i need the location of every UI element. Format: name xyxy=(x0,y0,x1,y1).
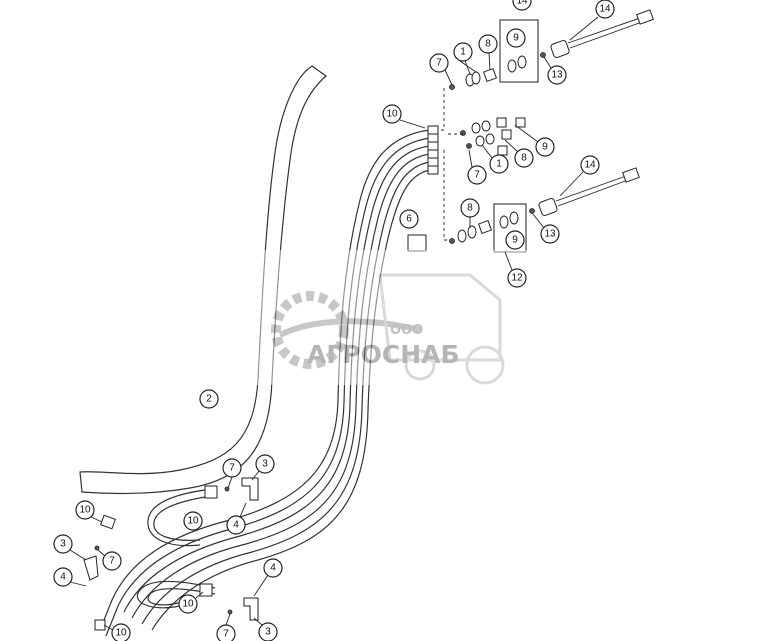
svg-text:13: 13 xyxy=(551,70,563,81)
svg-text:3: 3 xyxy=(262,459,268,470)
svg-text:10: 10 xyxy=(115,628,127,639)
callout-14-top: 14 xyxy=(595,0,615,19)
callout-8-upper: 8 xyxy=(478,34,498,54)
svg-text:8: 8 xyxy=(467,203,473,214)
callout-leaders xyxy=(69,16,599,631)
callout-3-lower-right: 3 xyxy=(255,454,275,474)
svg-text:8: 8 xyxy=(521,153,527,164)
callout-4-bottom-right: 4 xyxy=(263,558,283,578)
svg-text:1: 1 xyxy=(460,47,466,58)
svg-text:14: 14 xyxy=(599,4,611,15)
callout-9-middle: 9 xyxy=(535,137,555,157)
svg-text:7: 7 xyxy=(229,463,235,474)
callout-6: 6 xyxy=(399,209,419,229)
callout-1-middle: 1 xyxy=(489,154,509,174)
svg-text:9: 9 xyxy=(512,235,518,246)
svg-text:4: 4 xyxy=(233,520,239,531)
callout-4-left: 4 xyxy=(53,567,73,587)
svg-text:14: 14 xyxy=(584,160,596,171)
agrosnab-watermark: ООО АГРОСНАБ xyxy=(250,250,536,385)
lower-hoses xyxy=(136,489,216,609)
svg-text:6: 6 xyxy=(406,214,412,225)
middle-hardware-cluster xyxy=(460,117,526,156)
svg-text:7: 7 xyxy=(223,629,229,640)
callout-10-left: 10 xyxy=(75,500,95,520)
svg-text:9: 9 xyxy=(513,33,519,44)
svg-text:4: 4 xyxy=(270,563,276,574)
callout-7-middle: 7 xyxy=(467,165,487,185)
svg-text:10: 10 xyxy=(187,516,199,527)
svg-text:1: 1 xyxy=(496,159,502,170)
svg-text:9: 9 xyxy=(542,142,548,153)
svg-text:3: 3 xyxy=(265,627,271,638)
hose-end-fittings xyxy=(427,125,439,175)
callout-7-bottom: 7 xyxy=(216,624,236,641)
svg-text:7: 7 xyxy=(436,58,442,69)
callout-13-lower: 13 xyxy=(540,224,560,244)
callout-8-middle: 8 xyxy=(514,148,534,168)
lower-hardware-row xyxy=(407,167,640,253)
callout-8-lower: 8 xyxy=(460,198,480,218)
lower-fittings xyxy=(83,477,259,631)
callout-3-bottom: 3 xyxy=(258,622,278,641)
svg-text:14: 14 xyxy=(516,0,528,7)
svg-text:2: 2 xyxy=(206,394,212,405)
svg-text:10: 10 xyxy=(182,599,194,610)
callout-9-upper: 9 xyxy=(506,28,526,48)
callout-2: 2 xyxy=(199,389,219,409)
large-hose-part-2 xyxy=(79,65,327,495)
svg-text:8: 8 xyxy=(485,39,491,50)
svg-text:13: 13 xyxy=(544,229,556,240)
callout-7-left: 7 xyxy=(102,551,122,571)
svg-text:7: 7 xyxy=(474,170,480,181)
callout-14-box-top: 14 xyxy=(512,0,532,11)
svg-text:10: 10 xyxy=(386,109,398,120)
svg-text:3: 3 xyxy=(60,539,66,550)
callout-10-bottom-left: 10 xyxy=(111,623,131,641)
svg-text:7: 7 xyxy=(109,556,115,567)
callout-4-lower-right: 4 xyxy=(226,515,246,535)
watermark-prefix: ООО xyxy=(390,323,423,338)
callout-12: 12 xyxy=(507,268,527,288)
callout-1-upper: 1 xyxy=(453,42,473,62)
callout-7-lower-right: 7 xyxy=(222,458,242,478)
svg-text:12: 12 xyxy=(511,273,523,284)
svg-text:10: 10 xyxy=(79,505,91,516)
callout-10-lower-middle: 10 xyxy=(183,511,203,531)
callout-13-upper: 13 xyxy=(547,65,567,85)
callout-10-bottom: 10 xyxy=(178,594,198,614)
callout-3-left: 3 xyxy=(53,534,73,554)
svg-text:4: 4 xyxy=(60,572,66,583)
hose-bundle xyxy=(99,129,431,637)
callout-9-lower: 9 xyxy=(505,230,525,250)
callout-10-bundle: 10 xyxy=(382,104,402,124)
watermark-name: АГРОСНАБ xyxy=(307,340,460,369)
dashed-leaders xyxy=(440,88,463,241)
callout-7-upper: 7 xyxy=(429,53,449,73)
callout-14-lower: 14 xyxy=(580,155,600,175)
